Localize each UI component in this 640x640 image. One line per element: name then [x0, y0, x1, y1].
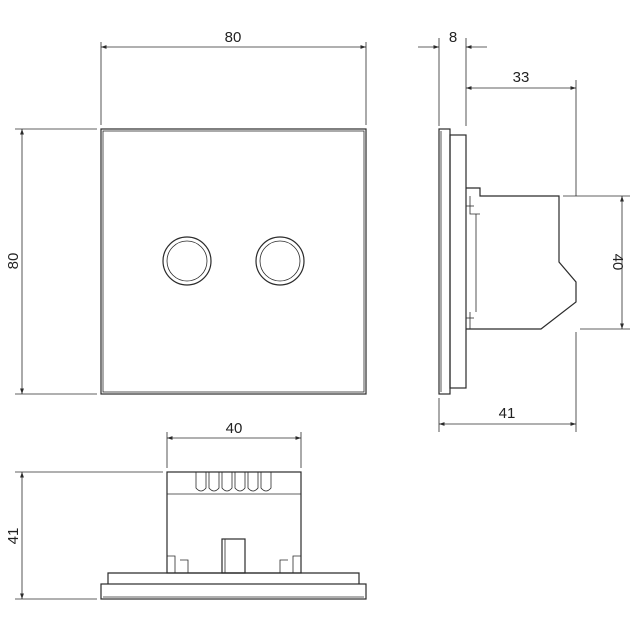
bottom-clips	[167, 555, 301, 573]
touch-button-left	[162, 236, 212, 286]
bottom-terminals	[195, 472, 272, 492]
bottom-body	[166, 471, 302, 574]
dimension-label: 33	[513, 69, 530, 86]
dimension-label: 80	[5, 253, 22, 270]
dimension-side-body-depth: 33	[466, 69, 577, 196]
dimension-front-height: 80	[5, 128, 97, 395]
side-clips	[466, 196, 480, 329]
side-frame	[449, 134, 467, 389]
dimension-front-width: 80	[100, 29, 367, 125]
front-plate-outline	[100, 128, 367, 395]
dimension-label: 80	[225, 29, 242, 46]
dimension-label: 8	[449, 29, 457, 46]
bottom-connector	[221, 538, 246, 574]
touch-button-right	[255, 236, 305, 286]
dimension-label: 41	[5, 528, 22, 545]
dimension-side-body-height: 40	[563, 195, 630, 330]
dimension-label: 40	[226, 420, 243, 437]
bottom-view	[100, 471, 367, 600]
dimension-side-total-depth: 41	[438, 332, 577, 432]
bottom-plate	[100, 583, 367, 600]
front-plate-bevel	[102, 130, 365, 393]
dimension-bottom-body-width: 40	[166, 420, 302, 468]
dimension-bottom-total-depth: 41	[5, 471, 163, 600]
dimension-label: 41	[499, 405, 516, 422]
side-view	[438, 128, 577, 395]
dimension-label: 40	[609, 254, 626, 271]
bottom-frame	[107, 572, 360, 584]
dimension-side-plate-thickness: 8	[418, 29, 487, 126]
side-body	[466, 187, 577, 330]
front-view	[100, 128, 367, 395]
